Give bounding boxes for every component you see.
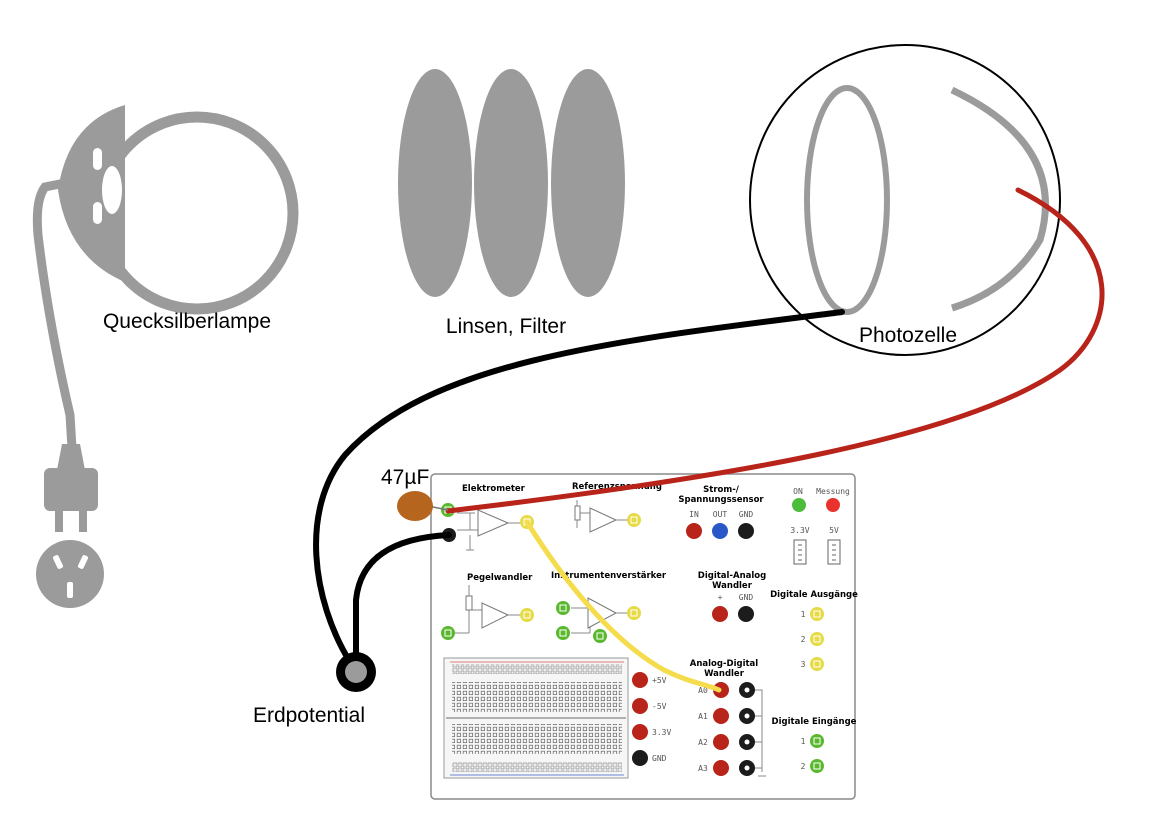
dac-gnd-label: GND [739, 593, 754, 602]
digital-inputs-module: Digitale Eingänge 1 2 [772, 717, 857, 773]
sensor-in-jack[interactable] [686, 523, 702, 539]
capacitor-body [397, 491, 433, 521]
digital-out-2-jack[interactable] [810, 632, 824, 646]
adc-a2-jack[interactable] [713, 734, 729, 750]
sensor-out-jack[interactable] [712, 523, 728, 539]
sensor-gnd-jack[interactable] [738, 523, 754, 539]
breadboard [443, 657, 629, 779]
digital-out-1-jack[interactable] [810, 607, 824, 621]
mercury-lamp: Quecksilberlampe [32, 105, 299, 608]
lenses-filters: Linsen, Filter [398, 69, 625, 338]
power-plug-icon [44, 444, 98, 532]
adc-a3-label: A3 [698, 764, 708, 773]
adc-a2-label: A2 [698, 738, 708, 747]
capacitor: 47µF [381, 466, 449, 521]
adc-a3-jack[interactable] [713, 760, 729, 776]
instrument-input-minus-jack[interactable] [556, 626, 570, 640]
instrument-reference-jack[interactable] [593, 629, 607, 643]
electrometer-title: Elektrometer [462, 484, 526, 494]
wall-socket-icon [36, 540, 104, 608]
lamp-label: Quecksilberlampe [103, 310, 271, 333]
dac-title-line1: Digital-Analog [698, 571, 766, 581]
led-on-label: ON [793, 487, 803, 496]
current-voltage-sensor-module: Strom-/ Spannungssensor IN OUT GND [678, 485, 764, 539]
ground-label: Erdpotential [253, 704, 365, 727]
supply-p5-label: +5V [652, 676, 667, 685]
photocell-label: Photozelle [859, 324, 957, 347]
digital-in-2-label: 2 [801, 762, 806, 771]
dac-module: Digital-Analog Wandler + GND [698, 571, 766, 622]
level-input-jack[interactable] [441, 626, 455, 640]
digital-out-1-label: 1 [801, 610, 806, 619]
lamp-head [58, 105, 125, 282]
dac-gnd-jack[interactable] [738, 606, 754, 622]
black-wire-photocell[interactable] [313, 309, 845, 665]
ground-terminal: Erdpotential [253, 652, 376, 727]
digital-in-2-jack[interactable] [810, 759, 824, 773]
digital-in-1-label: 1 [801, 737, 806, 746]
sensor-pin-out-label: OUT [713, 510, 728, 519]
status-indicators: ON Messung 3.3V 5V [790, 487, 850, 565]
level-title: Pegelwandler [467, 573, 533, 583]
level-output-jack[interactable] [520, 608, 534, 622]
photocell-cathode [950, 86, 1049, 312]
connector-33v-label: 3.3V [790, 526, 809, 535]
reference-output-jack[interactable] [627, 513, 641, 527]
lens [474, 69, 548, 297]
electrometer-module: Elektrometer [457, 484, 526, 551]
photocell-housing [749, 44, 1061, 356]
photocell: Photozelle [749, 44, 1061, 356]
lenses-label: Linsen, Filter [446, 315, 566, 338]
capacitor-label: 47µF [381, 466, 429, 489]
lens [551, 69, 625, 297]
supply-m5-jack[interactable] [632, 698, 648, 714]
instrument-input-plus-jack[interactable] [556, 601, 570, 615]
instrument-title: Instrumentenverstärker [551, 571, 667, 581]
adc-module: Analog-Digital Wandler A0 A1 A2 A3 [690, 659, 766, 777]
black-wire-board[interactable] [353, 532, 452, 663]
led-measure-indicator [826, 498, 840, 512]
yellow-wire[interactable] [524, 519, 722, 693]
sensor-title-line2: Spannungssensor [678, 495, 764, 505]
digital-out-3-jack[interactable] [810, 657, 824, 671]
supply-p33-jack[interactable] [632, 724, 648, 740]
adc-a1-label: A1 [698, 712, 708, 721]
digital-out-3-label: 3 [801, 660, 806, 669]
digital-out-2-label: 2 [801, 635, 806, 644]
led-on-indicator [792, 498, 806, 512]
power-supply-jacks: +5V -5V 3.3V GND [632, 672, 671, 766]
supply-gnd-label: GND [652, 754, 667, 763]
measurement-board: Elektrometer Referenzspannung Strom-/ Sp… [430, 473, 858, 800]
adc-a0-label: A0 [698, 686, 708, 695]
instrument-output-jack[interactable] [627, 606, 641, 620]
sensor-title-line1: Strom-/ [703, 485, 740, 495]
led-measure-label: Messung [816, 487, 850, 496]
dac-title-line2: Wandler [712, 581, 753, 591]
dac-plus-label: + [718, 593, 723, 602]
power-cord [32, 172, 100, 453]
supply-p5-jack[interactable] [632, 672, 648, 688]
lamp-bulb [95, 111, 299, 315]
connector-33v[interactable] [793, 539, 807, 565]
digital-in-title: Digitale Eingänge [772, 717, 857, 727]
connector-5v-label: 5V [829, 526, 839, 535]
red-wire[interactable] [445, 187, 1105, 514]
photocell-anode-ring [804, 85, 890, 315]
dac-plus-jack[interactable] [712, 606, 728, 622]
digital-out-title: Digitale Ausgänge [770, 590, 858, 600]
supply-p33-label: 3.3V [652, 728, 671, 737]
connector-5v[interactable] [827, 539, 841, 565]
digital-in-1-jack[interactable] [810, 734, 824, 748]
supply-gnd-jack[interactable] [632, 750, 648, 766]
lens [398, 69, 472, 297]
sensor-pin-gnd-label: GND [739, 510, 754, 519]
adc-title-line2: Wandler [704, 669, 745, 679]
level-converter-module: Pegelwandler [441, 573, 534, 640]
sensor-pin-in-label: IN [689, 510, 699, 519]
digital-outputs-module: Digitale Ausgänge 1 2 3 [770, 590, 858, 671]
adc-title-line1: Analog-Digital [690, 659, 758, 669]
supply-m5-label: -5V [652, 702, 667, 711]
adc-a1-jack[interactable] [713, 708, 729, 724]
